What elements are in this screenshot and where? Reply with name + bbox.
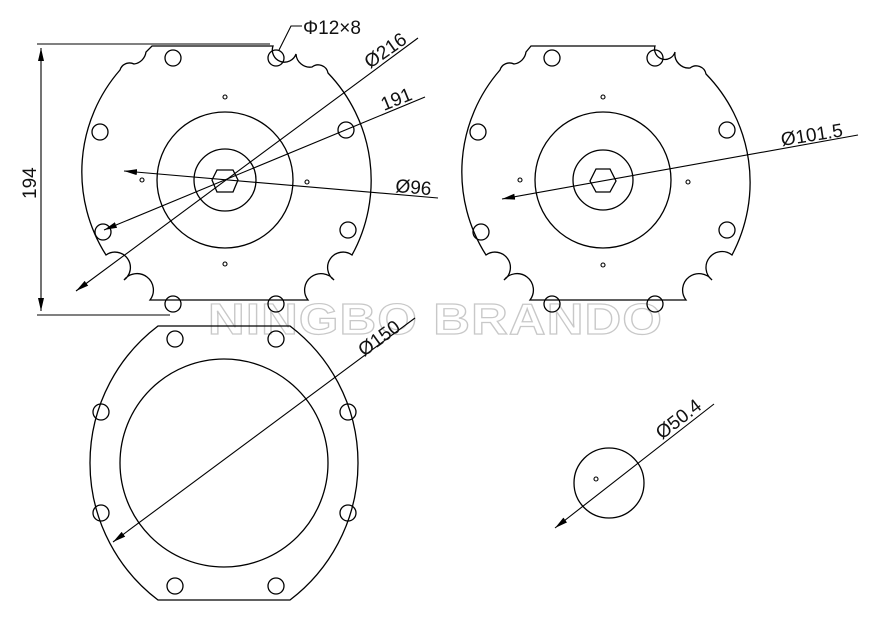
outer-diameter-label: Ø216	[361, 29, 411, 73]
bolt-hole	[718, 221, 736, 239]
bolt-hole	[164, 295, 182, 313]
disc	[573, 447, 645, 519]
pin-hole	[600, 94, 606, 100]
bolt-hole	[469, 123, 487, 141]
height-dimension: 194	[20, 167, 41, 199]
bolt-hole	[543, 295, 561, 313]
pin-hole	[222, 261, 228, 267]
bolt-hole	[267, 295, 285, 313]
gasket-outline	[89, 325, 359, 601]
pin-hole	[139, 177, 145, 183]
bolt-hole	[337, 121, 355, 139]
bolt-hole	[339, 221, 357, 239]
gasket-dimensions: Ø150	[112, 317, 416, 543]
bolt-hole	[92, 403, 110, 421]
hole-dimension: Φ12×8	[303, 18, 361, 39]
diaphragm-plate-2	[461, 45, 751, 313]
plate-2-hex-nut	[589, 168, 617, 193]
bolt-hole	[646, 295, 664, 313]
watermark: NINGBO BRANDO	[208, 295, 663, 344]
disc-outline	[573, 447, 645, 519]
pin-hole	[685, 179, 691, 185]
bolt-circle-label: 191	[378, 84, 415, 115]
inner-diameter-label: Ø96	[395, 176, 433, 200]
plate-1-dimensions: 194 Φ12×8 Ø216 191 Ø96	[20, 18, 439, 316]
bolt-hole	[94, 223, 112, 241]
diaphragm-plate-1	[81, 45, 372, 313]
bolt-hole	[166, 330, 184, 348]
pin-hole	[600, 262, 606, 268]
disc-pin-hole	[593, 476, 599, 482]
pin-hole	[517, 177, 523, 183]
plate-2-outline	[461, 45, 751, 301]
bolt-hole	[339, 403, 357, 421]
bolt-hole	[718, 121, 736, 139]
bolt-hole	[166, 577, 184, 595]
gasket-inner-circle	[119, 358, 329, 568]
bolt-hole	[543, 49, 561, 67]
plate-1-outline	[81, 45, 372, 301]
bolt-hole	[267, 49, 285, 67]
disc-dimensions: Ø50.4	[554, 395, 715, 529]
bolt-hole	[339, 504, 357, 522]
plate-2-diameter-label: Ø101.5	[779, 120, 844, 150]
bolt-hole	[267, 577, 285, 595]
gasket	[89, 325, 359, 601]
bolt-hole	[164, 49, 182, 67]
bolt-hole	[91, 123, 109, 141]
pin-hole	[222, 94, 228, 100]
pin-hole	[304, 179, 310, 185]
bolt-hole	[267, 330, 285, 348]
plate-1-hex-nut	[211, 169, 239, 193]
bolt-hole	[92, 504, 110, 522]
plate-1-ring-inner	[193, 148, 257, 212]
plate-2-ring-inner	[572, 149, 634, 211]
bolt-hole	[472, 223, 490, 241]
plate-1-ring-outer	[156, 111, 294, 249]
plate-2-ring-outer	[534, 111, 672, 249]
disc-diameter-label: Ø50.4	[652, 395, 706, 444]
bolt-hole	[646, 49, 664, 67]
